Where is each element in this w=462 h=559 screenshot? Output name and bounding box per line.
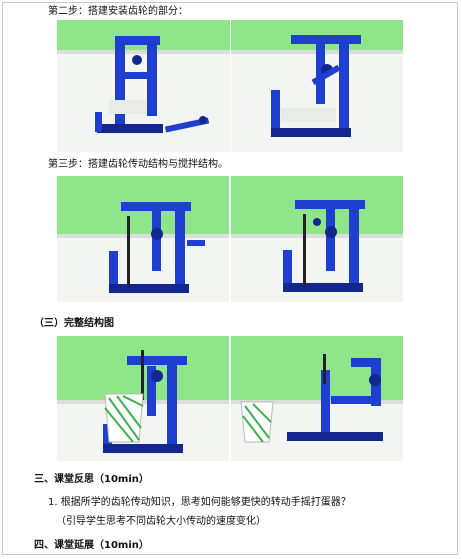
photo-complete-side (231, 336, 403, 461)
section3-item1: 1. 根据所学的齿轮传动知识，思考如何能够更快的转动手摇打蛋器？ (48, 497, 351, 508)
section3-heading: 三、课堂反思（10min） (34, 474, 149, 485)
photo-complete-front (57, 336, 229, 461)
step3-title: 第三步：搭建齿轮传动结构与搅拌结构。 (48, 159, 228, 170)
photo-step3-gear-transmission (57, 176, 229, 302)
section3-hint: （引导学生思考不同齿轮大小传动的速度变化） (56, 516, 266, 527)
section4-heading: 四、课堂延展（10min） (34, 540, 149, 551)
photo-step2-assembled (231, 20, 403, 152)
step2-title: 第二步：搭建安装齿轮的部分： (48, 6, 188, 17)
document-frame (2, 2, 458, 555)
photo-step2-frame-and-part (57, 20, 230, 152)
photo-step3-stirring-structure (231, 176, 403, 302)
complete-structure-title: （三）完整结构图 (34, 318, 114, 329)
